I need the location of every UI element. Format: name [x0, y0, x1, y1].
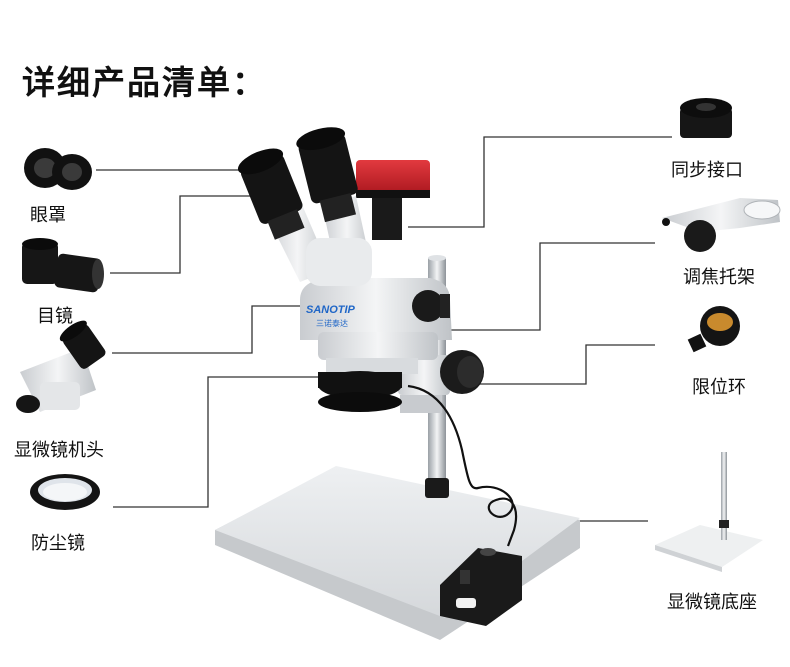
- label-sync-adapter: 同步接口: [671, 160, 743, 181]
- label-microscope-head: 显微镜机头: [14, 440, 104, 461]
- zoom-knob: [412, 290, 444, 322]
- right-eyepiece: [296, 127, 358, 223]
- head-body: [300, 278, 452, 340]
- microscope-head-icon: [16, 320, 106, 413]
- left-eyepiece: [237, 148, 305, 240]
- trinocular-port: [372, 190, 402, 240]
- camera-body: [356, 160, 430, 196]
- page-title: 详细产品清单：: [22, 63, 267, 102]
- focus-bracket-icon: [662, 198, 781, 252]
- leader-lines: [96, 136, 672, 522]
- sync-adapter-icon: [680, 98, 732, 138]
- pole-collar: [425, 478, 449, 498]
- label-limit-ring: 限位环: [692, 377, 746, 398]
- base-plate-top: [215, 466, 580, 618]
- brand-logo: SANOTIP: [306, 304, 356, 316]
- label-eye-cup: 眼罩: [30, 205, 66, 226]
- eye-cup-icon: [24, 148, 92, 190]
- eyepiece-icon: [22, 238, 104, 293]
- label-eyepiece: 目镜: [37, 306, 73, 327]
- dust-lens-icon: [30, 474, 100, 510]
- microscope-main: SANOTIP 三诺泰达: [215, 127, 580, 640]
- label-microscope-base: 显微镜底座: [667, 592, 757, 613]
- label-dust-lens: 防尘镜: [31, 533, 85, 554]
- microscope-base-icon: [655, 452, 763, 572]
- brand-sub: 三诺泰达: [316, 318, 348, 328]
- limit-ring-icon: [687, 306, 740, 353]
- power-cable: [407, 384, 518, 547]
- label-focus-bracket: 调焦托架: [683, 267, 755, 288]
